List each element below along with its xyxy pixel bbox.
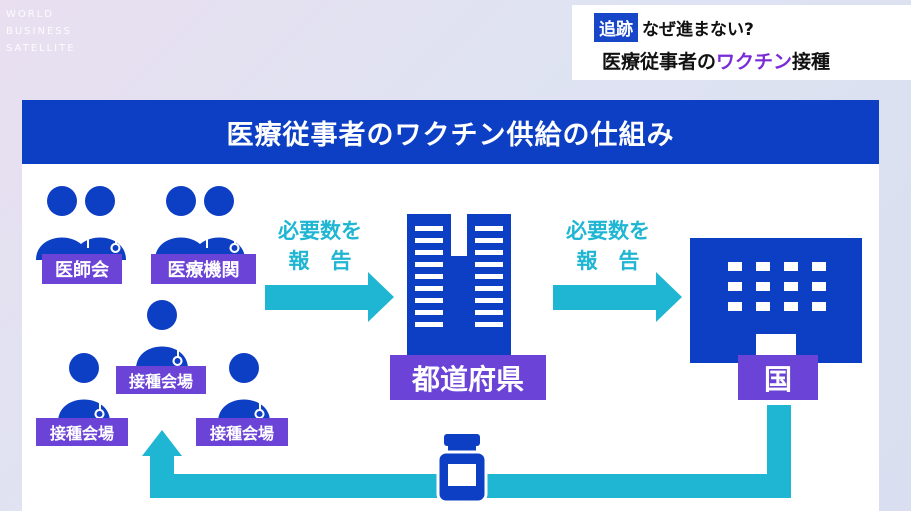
- caption-tag: 追跡: [594, 12, 638, 42]
- vaccination-venue-label: 接種会場: [36, 418, 128, 446]
- logo-line-2: BUSINESS: [6, 26, 72, 37]
- caption-line-1: 追跡 なぜ進まない?: [594, 12, 754, 42]
- news-caption: 追跡 なぜ進まない? 医療従事者のワクチン接種: [572, 5, 911, 80]
- country-building-icon: [690, 238, 862, 363]
- logo-line-1: WORLD: [6, 9, 54, 20]
- caption-prefix: 医療従事者の: [602, 51, 717, 73]
- doctor-icon: [58, 353, 110, 422]
- doctor-icon: [155, 186, 245, 260]
- arrow-up-icon: [142, 430, 182, 456]
- vaccination-venue-label: 接種会場: [116, 366, 206, 394]
- report-2-line-1: 必要数を: [566, 219, 650, 243]
- report-text-2: 必要数を 報 告: [553, 216, 663, 276]
- prefecture-building-icon: [407, 214, 511, 356]
- caption-question: なぜ進まない?: [642, 19, 754, 40]
- medical-institution-label: 医療機関: [151, 254, 256, 284]
- caption-suffix: 接種: [792, 51, 831, 73]
- vaccination-venue-label: 接種会場: [196, 418, 288, 446]
- caption-highlight: ワクチン: [716, 51, 793, 73]
- report-text-1: 必要数を 報 告: [265, 216, 375, 276]
- caption-line-2: 医療従事者のワクチン接種: [602, 47, 830, 74]
- doctors-association-label: 医師会: [42, 254, 122, 284]
- program-logo: WORLD BUSINESS SATELLITE: [6, 6, 76, 57]
- vaccine-vial-icon: [436, 434, 488, 504]
- doctor-icon: [36, 186, 126, 260]
- diagram-panel: 医療従事者のワクチン供給の仕組み 医師会 医療機関: [22, 100, 879, 511]
- diagram-title: 医療従事者のワクチン供給の仕組み: [22, 100, 879, 164]
- country-label: 国: [738, 355, 818, 400]
- report-1-line-2: 報 告: [288, 249, 352, 273]
- report-2-line-2: 報 告: [576, 249, 640, 273]
- arrow-right-icon: [265, 272, 394, 322]
- logo-line-3: SATELLITE: [6, 43, 76, 54]
- doctor-icon: [218, 353, 270, 422]
- report-1-line-1: 必要数を: [278, 219, 362, 243]
- prefecture-label: 都道府県: [390, 355, 546, 400]
- doctor-icon: [136, 300, 188, 369]
- arrow-right-icon: [553, 272, 682, 322]
